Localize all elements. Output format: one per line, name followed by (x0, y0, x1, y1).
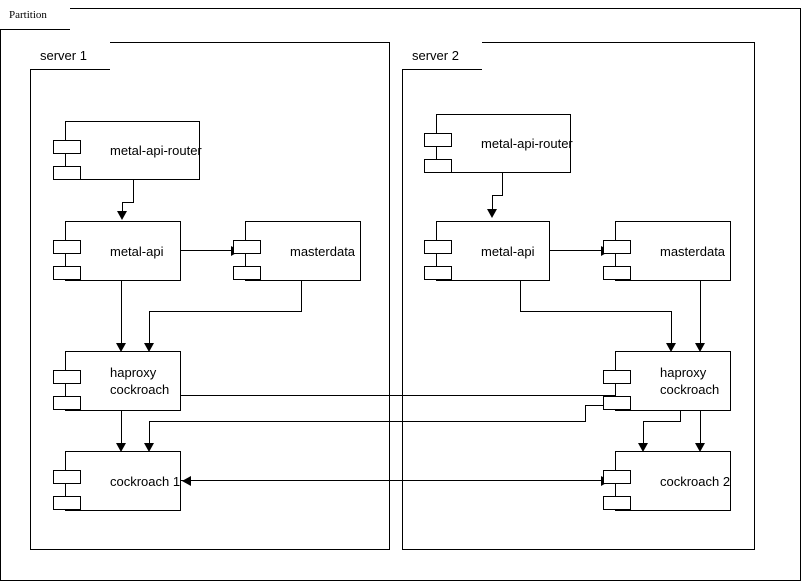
component-tab-lower-icon (424, 159, 452, 173)
server-1-frame (30, 42, 390, 550)
connector-masterdata2-to-haproxy2-line (700, 281, 701, 348)
server-1-label-corner (92, 41, 110, 70)
connector-metalapi1-to-haproxy1-arrowhead (116, 343, 126, 352)
component-tab-lower-icon (603, 496, 631, 510)
component-cockroach-2[interactable]: cockroach 2 (603, 451, 731, 511)
component-tab-upper-icon (233, 240, 261, 254)
connector-router2-to-metalapi2-seg3 (492, 195, 493, 211)
component-label: metal-api-router (481, 136, 573, 151)
connector-haproxy1-to-cockroach1-arrowhead (116, 443, 126, 452)
connector-haproxy2-to-cockroach1-seg1 (585, 405, 586, 421)
connector-metalapi1-to-haproxy1-line (121, 281, 122, 348)
component-tab-upper-icon (603, 370, 631, 384)
component-label: metal-api (481, 243, 535, 259)
component-tab-lower-icon (53, 396, 81, 410)
component-tab-upper-icon (603, 470, 631, 484)
component-tab-lower-icon (424, 266, 452, 280)
component-metal-api-2[interactable]: metal-api (424, 221, 550, 281)
component-label: masterdata (290, 243, 356, 259)
component-tab-lower-icon (53, 166, 81, 180)
component-tab-upper-icon (424, 133, 452, 147)
connector-router2-to-metalapi2-seg2 (492, 195, 503, 196)
component-tab-upper-icon (603, 240, 631, 254)
server-1-label-text: server 1 (40, 48, 87, 63)
connector-haproxy1-to-cockroach2-arrowhead (638, 443, 648, 452)
component-tab-upper-icon (53, 370, 81, 384)
component-label: metal-api (110, 243, 164, 259)
connector-metalapi1-to-masterdata1-line (181, 250, 232, 251)
component-label-line1: haproxy (110, 365, 157, 380)
component-metal-api-router-1[interactable]: metal-api-router (53, 121, 202, 180)
server-2-label-text: server 2 (412, 48, 459, 63)
component-tab-lower-icon (53, 496, 81, 510)
component-label: metal-api-router (110, 143, 202, 158)
component-tab-upper-icon (53, 140, 81, 154)
server-2-frame-label: server 2 (402, 41, 482, 70)
connector-haproxy1-to-cockroach2-seg1 (181, 395, 681, 396)
partition-label-text: Partition (9, 8, 47, 21)
component-label-line2: cockroach (660, 382, 720, 397)
connector-haproxy1-to-cockroach2-seg4 (643, 421, 644, 448)
component-tab-upper-icon (53, 240, 81, 254)
connector-haproxy2-to-cockroach1-arrowhead (144, 443, 154, 452)
server-1-frame-label: server 1 (30, 41, 110, 70)
connector-router1-to-metalapi1-seg2 (122, 202, 134, 203)
component-tab-lower-icon (603, 396, 631, 410)
component-metal-api-1[interactable]: metal-api (53, 221, 181, 281)
component-tab-lower-icon (233, 266, 261, 280)
connector-masterdata1-to-haproxy1-seg1 (301, 281, 302, 311)
partition-label-corner (52, 0, 70, 30)
partition-frame-label: Partition (0, 0, 70, 30)
connector-masterdata1-to-haproxy1-arrowhead (144, 343, 154, 352)
connector-haproxy2-to-cockroach2-arrowhead (695, 443, 705, 452)
component-masterdata-2[interactable]: masterdata (603, 221, 731, 281)
connector-haproxy1-to-cockroach2-seg3 (643, 421, 681, 422)
connector-router1-to-metalapi1-arrowhead (117, 211, 127, 220)
component-tab-upper-icon (53, 470, 81, 484)
connector-router1-to-metalapi1-seg1 (133, 180, 134, 202)
connector-masterdata1-to-haproxy1-seg3 (149, 311, 150, 348)
component-label: cockroach 1 (110, 473, 181, 489)
connector-masterdata1-to-haproxy1-seg2 (149, 311, 302, 312)
component-tab-lower-icon (603, 266, 631, 280)
connector-metalapi2-to-masterdata2-line (550, 250, 602, 251)
component-label-line2: cockroach (110, 382, 170, 397)
server-2-label-corner (464, 41, 482, 70)
component-haproxy-cockroach-2[interactable]: haproxy cockroach (603, 351, 731, 411)
component-label-line1: haproxy (660, 365, 707, 380)
connector-router1-to-metalapi1-seg3 (122, 202, 123, 213)
component-masterdata-1[interactable]: masterdata (233, 221, 361, 281)
connector-router2-to-metalapi2-arrowhead (487, 209, 497, 218)
component-haproxy-cockroach-1[interactable]: haproxy cockroach (53, 351, 181, 411)
connector-router2-to-metalapi2-seg1 (502, 173, 503, 195)
connector-haproxy2-to-cockroach1-seg3 (149, 421, 150, 448)
connector-cockroach1-cockroach2-line (181, 480, 610, 481)
connector-metalapi2-to-haproxy2-arrowhead (666, 343, 676, 352)
component-tab-upper-icon (424, 240, 452, 254)
connector-metalapi2-to-haproxy2-seg2 (520, 311, 672, 312)
component-cockroach-1[interactable]: cockroach 1 (53, 451, 181, 511)
connector-haproxy2-to-cockroach2-line (700, 411, 701, 448)
server-2-frame (402, 42, 755, 550)
connector-cockroach1-cockroach2-arrowhead-left (182, 476, 191, 486)
connector-metalapi2-to-haproxy2-seg3 (671, 311, 672, 348)
component-metal-api-router-2[interactable]: metal-api-router (424, 114, 573, 173)
connector-metalapi2-to-haproxy2-seg1 (520, 281, 521, 311)
connector-masterdata2-to-haproxy2-arrowhead (695, 343, 705, 352)
component-label: cockroach 2 (660, 473, 731, 489)
connector-haproxy2-to-cockroach1-seg2 (149, 421, 586, 422)
component-tab-lower-icon (53, 266, 81, 280)
connector-haproxy1-to-cockroach1-line (121, 411, 122, 448)
component-label: masterdata (660, 243, 726, 259)
